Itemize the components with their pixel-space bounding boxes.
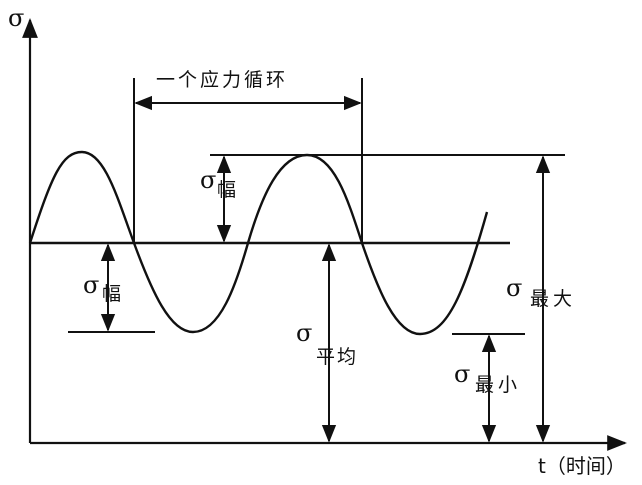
svg-text:σ: σ [200,166,216,194]
cycle-label: 一个应力循环 [156,69,288,91]
max-stress-label: σ 最大 [506,274,576,310]
svg-text:σ: σ [506,274,522,302]
amplitude-label-upper: σ 幅 [200,166,236,201]
min-stress-label: σ 最小 [454,360,521,396]
svg-text:最小: 最小 [475,374,521,396]
x-axis-label: t（时间） [538,454,626,478]
amplitude-label-lower: σ 幅 [83,271,121,305]
svg-text:σ: σ [454,360,470,388]
svg-text:平均: 平均 [316,346,358,368]
mean-stress-label: σ 平均 [296,319,358,368]
svg-text:最大: 最大 [530,288,576,310]
svg-text:σ: σ [83,271,99,299]
svg-text:σ: σ [296,319,312,347]
y-axis-label: σ [8,4,24,32]
svg-text:幅: 幅 [217,179,236,201]
svg-text:幅: 幅 [102,283,121,305]
stress-wave [28,150,489,336]
